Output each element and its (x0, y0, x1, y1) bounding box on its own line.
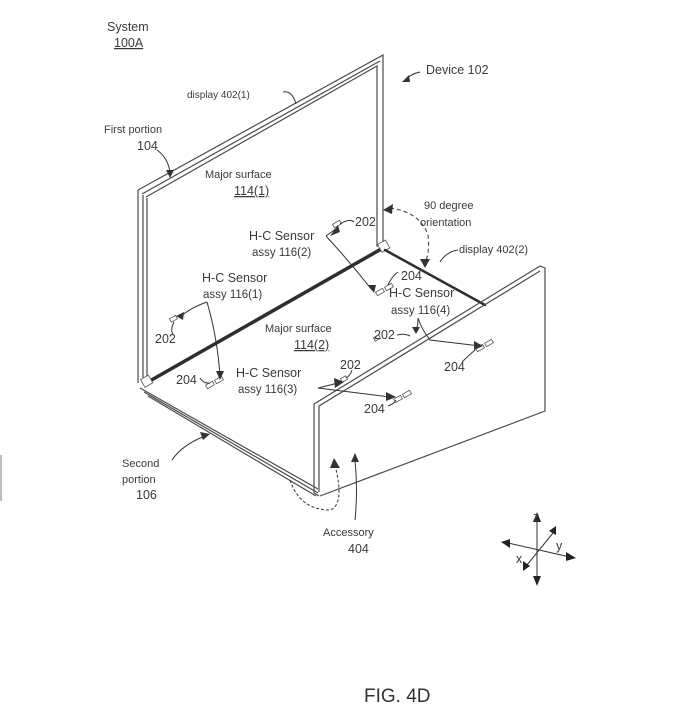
label-orientation-line1: 90 degree (424, 200, 474, 212)
axis-y-label: y (556, 539, 563, 553)
label-204-sensor-4b: 204 (444, 360, 465, 374)
accessory-panel (313, 265, 546, 497)
label-204-sensor-4a: 204 (401, 269, 422, 283)
second-portion-panel (139, 248, 487, 497)
label-sensor-1-assy: assy 116(1) (203, 289, 262, 301)
label-accessory-number: 404 (348, 542, 369, 556)
label-system: System (107, 20, 149, 34)
axis-z-label: z (533, 510, 539, 524)
label-sensor-1: H-C Sensor (202, 271, 267, 285)
figure-caption: FIG. 4D (364, 686, 431, 707)
label-202-sensor-3: 202 (340, 358, 361, 372)
label-accessory: Accessory (323, 527, 374, 539)
leader-lines (156, 71, 483, 521)
label-major-surface-2-number: 114(2) (294, 338, 329, 352)
label-204-sensor-1: 204 (176, 373, 197, 387)
label-system-number: 100A (114, 36, 144, 50)
label-first-portion-number: 104 (137, 139, 158, 153)
label-display-1: display 402(1) (187, 90, 250, 101)
label-first-portion: First portion (104, 124, 162, 136)
label-204-sensor-3: 204 (364, 402, 385, 416)
accessory-rotation-arc (289, 464, 340, 511)
axis-x-label: x (516, 552, 523, 566)
arrow-head (420, 259, 430, 268)
label-sensor-3-assy: assy 116(3) (238, 384, 297, 396)
label-major-surface-1: Major surface (205, 169, 272, 181)
label-202-sensor-1: 202 (155, 332, 176, 346)
label-sensor-4-assy: assy 116(4) (391, 305, 450, 317)
label-second-portion-number: 106 (136, 488, 157, 502)
label-major-surface-1-number: 114(1) (234, 184, 269, 198)
label-202-sensor-2: 202 (355, 215, 376, 229)
label-display-2: display 402(2) (459, 244, 528, 256)
label-sensor-2-assy: assy 116(2) (252, 247, 311, 259)
label-sensor-3: H-C Sensor (236, 366, 301, 380)
label-sensor-2: H-C Sensor (249, 229, 314, 243)
arrow-head (330, 458, 340, 468)
first-portion-panel (137, 53, 384, 383)
arrow-head (383, 204, 393, 214)
label-second-portion-line2: portion (122, 474, 156, 486)
label-device: Device 102 (426, 63, 489, 77)
label-sensor-4: H-C Sensor (389, 286, 454, 300)
label-second-portion-line1: Second (122, 458, 159, 470)
page-edge-marker (0, 455, 2, 501)
label-major-surface-2: Major surface (265, 323, 332, 335)
label-orientation-line2: orientation (420, 217, 471, 229)
label-202-sensor-4: 202 (374, 328, 395, 342)
orientation-arc (389, 207, 430, 264)
coordinate-axes: z y x (501, 510, 576, 586)
